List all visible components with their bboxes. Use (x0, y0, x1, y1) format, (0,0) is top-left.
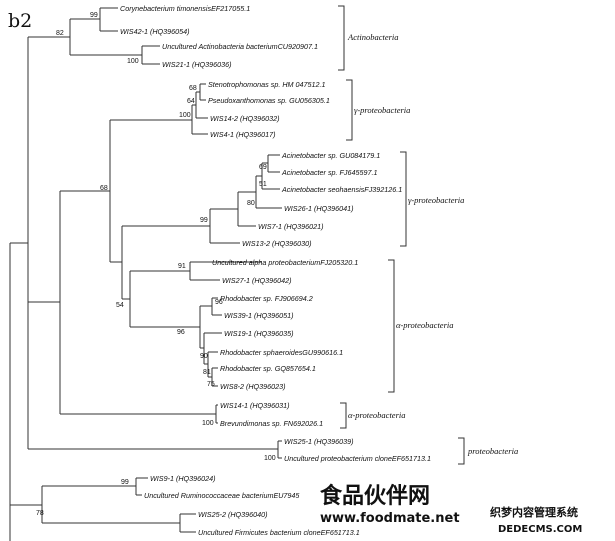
taxon-label: Acinetobacter seohaensisFJ392126.1 (281, 185, 402, 194)
bootstrap-value: 100 (264, 455, 276, 462)
panel-label: b2 (8, 10, 32, 32)
group-label-alpha-1: α-proteobacteria (396, 320, 454, 330)
taxon-label: WIS25-2 (HQ396040) (198, 510, 268, 519)
bootstrap-value: 91 (178, 263, 186, 270)
taxon-label: WIS7-1 (HQ396021) (258, 222, 324, 231)
bootstrap-value: 81 (203, 369, 211, 376)
taxon-label: WIS9-1 (HQ396024) (150, 474, 216, 483)
tree-branches (9, 7, 282, 541)
bootstrap-value: 82 (56, 30, 64, 37)
bootstrap-value: 54 (116, 302, 124, 309)
taxon-label: WIS42-1 (HQ396054) (120, 27, 190, 36)
bootstrap-value: 75 (207, 381, 215, 388)
taxon-label: Stenotrophomonas sp. HM 047512.1 (208, 80, 325, 89)
bootstrap-value: 64 (187, 98, 195, 105)
taxon-labels: Corynebacterium timonensisEF217055.1 WIS… (120, 4, 431, 537)
group-label-gamma-2: γ-proteobacteria (408, 195, 464, 205)
bootstrap-value: 96 (177, 329, 185, 336)
taxon-label: Uncultured Firmicutes bacterium cloneEF6… (198, 528, 360, 537)
taxon-label: Rhodobacter sphaeroidesGU990616.1 (220, 348, 343, 357)
watermark: 食品伙伴网 www.foodmate.net 织梦内容管理系统 DEDECMS.… (320, 483, 582, 535)
bootstrap-value: 69 (259, 164, 267, 171)
group-label-gamma-1: γ-proteobacteria (354, 105, 410, 115)
group-label-actinobacteria: Actinobacteria (347, 32, 399, 42)
bootstrap-value: 96 (215, 299, 223, 306)
group-brackets (338, 5, 465, 465)
taxon-label: WIS25-1 (HQ396039) (284, 437, 354, 446)
bootstrap-value: 99 (200, 217, 208, 224)
taxon-label: Pseudoxanthomonas sp. GU056305.1 (208, 96, 330, 105)
taxon-label: Rhodobacter sp. GQ857654.1 (220, 364, 316, 373)
watermark-cn-main: 食品伙伴网 (320, 483, 430, 509)
bootstrap-value: 51 (259, 181, 267, 188)
bootstrap-value: 80 (247, 200, 255, 207)
bootstrap-value: 68 (100, 185, 108, 192)
taxon-label: Uncultured alpha proteobacteriumFJ205320… (212, 258, 358, 267)
taxon-label: Acinetobacter sp. GU084179.1 (281, 151, 380, 160)
taxon-label: Uncultured Actinobacteria bacteriumCU920… (162, 42, 318, 51)
bootstrap-value: 68 (189, 85, 197, 92)
bootstrap-value: 78 (36, 510, 44, 517)
group-label-alpha-2: α-proteobacteria (348, 410, 406, 420)
bootstrap-value: 90 (200, 353, 208, 360)
watermark-side-url: DEDECMS.COM (498, 524, 582, 535)
taxon-label: Brevundimonas sp. FN692026.1 (220, 419, 323, 428)
bootstrap-value: 100 (179, 112, 191, 119)
bootstrap-value: 100 (202, 420, 214, 427)
taxon-label: WIS19-1 (HQ396035) (224, 329, 294, 338)
group-labels: Actinobacteria γ-proteobacteria γ-proteo… (347, 32, 518, 456)
taxon-label: WIS26-1 (HQ396041) (284, 204, 354, 213)
bootstrap-value: 99 (90, 12, 98, 19)
taxon-label: WIS21-1 (HQ396036) (162, 60, 232, 69)
taxon-label: WIS14-2 (HQ396032) (210, 114, 280, 123)
group-label-proteobacteria: proteobacteria (467, 446, 518, 456)
taxon-label: WIS13-2 (HQ396030) (242, 239, 312, 248)
taxon-label: WIS39-1 (HQ396051) (224, 311, 294, 320)
bootstrap-value: 100 (127, 58, 139, 65)
watermark-cn-side: 织梦内容管理系统 (490, 505, 578, 519)
watermark-url: www.foodmate.net (320, 511, 460, 526)
taxon-label: Uncultured proteobacterium cloneEF651713… (284, 454, 431, 463)
taxon-label: Acinetobacter sp. FJ645597.1 (281, 168, 378, 177)
taxon-label: Rhodobacter sp. FJ906694.2 (220, 294, 313, 303)
taxon-label: WIS14-1 (HQ396031) (220, 401, 290, 410)
taxon-label: Uncultured Ruminococcaceae bacteriumEU79… (144, 491, 300, 500)
bootstrap-value: 99 (121, 479, 129, 486)
taxon-label: WIS27-1 (HQ396042) (222, 276, 292, 285)
taxon-label: WIS4-1 (HQ396017) (210, 130, 276, 139)
bootstrap-values: 99 82 100 68 64 100 69 51 80 99 68 91 54… (36, 12, 276, 517)
taxon-label: Corynebacterium timonensisEF217055.1 (120, 4, 250, 13)
taxon-label: WIS8-2 (HQ396023) (220, 382, 286, 391)
